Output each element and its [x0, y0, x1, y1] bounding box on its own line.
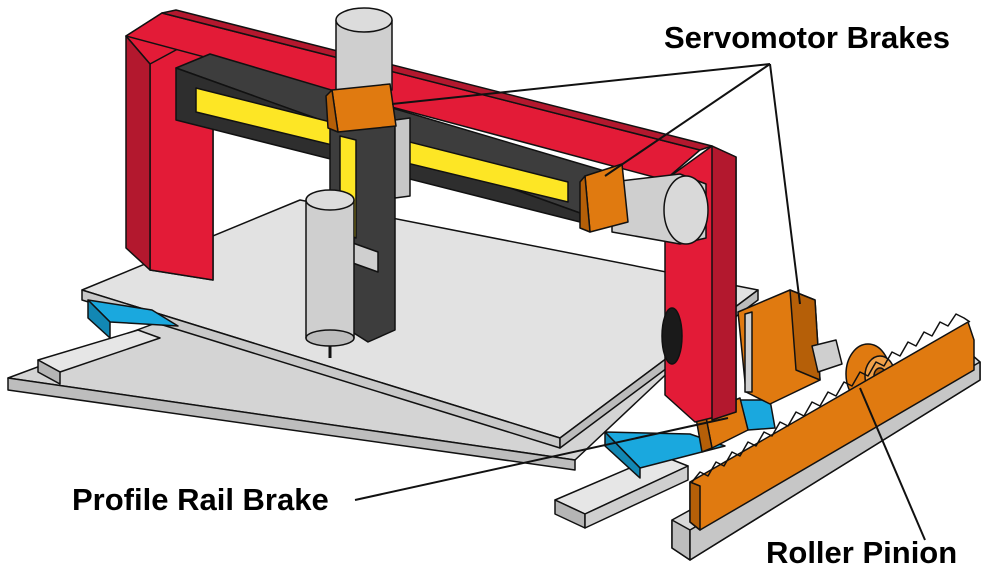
gear-rack	[689, 313, 975, 531]
servomotor-brake-x	[579, 163, 629, 233]
tool-cylinder	[305, 189, 355, 358]
servomotor-z	[335, 7, 393, 91]
roller-wheel	[661, 307, 683, 365]
carriage-right	[604, 399, 776, 479]
label-roller-pinion: Roller Pinion	[766, 535, 957, 570]
servomotor-drive	[737, 289, 843, 405]
servomotor-brake-z	[325, 83, 397, 133]
label-profile-rail-brake: Profile Rail Brake	[72, 482, 329, 517]
frame-crossbeam	[125, 9, 713, 181]
profile-rail-left	[37, 329, 161, 385]
servomotor-x	[611, 173, 709, 245]
leader-lines	[354, 63, 926, 541]
label-servomotor-brakes: Servomotor Brakes	[664, 20, 950, 55]
carriage-left	[87, 299, 179, 339]
gantry-table	[81, 199, 759, 449]
profile-rail-right	[554, 454, 689, 529]
